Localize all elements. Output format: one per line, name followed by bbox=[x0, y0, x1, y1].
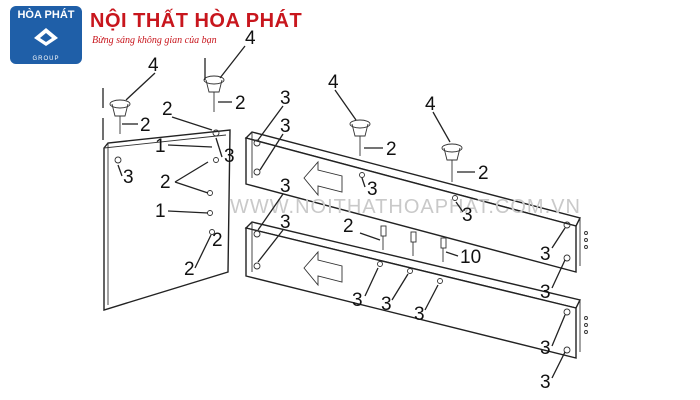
callout-label: 3 bbox=[280, 176, 291, 197]
logo-text: HÒA PHÁT bbox=[17, 9, 75, 21]
brand-slogan: Bừng sáng không gian của bạn bbox=[92, 35, 217, 46]
lower-rail-callouts: 3 3 2 10 3 3 3 3 3 3 bbox=[280, 176, 551, 393]
hoa-phat-logo: HÒA PHÁT GROUP bbox=[10, 6, 82, 64]
callout-label: 2 bbox=[235, 93, 246, 114]
callout-label: 2 bbox=[386, 139, 397, 160]
callout-label: 3 bbox=[367, 179, 378, 200]
watermark: WWW.NOITHATHOAPHAT.COM.VN bbox=[230, 196, 581, 218]
logo-emblem-icon bbox=[34, 28, 58, 46]
callout-label: 3 bbox=[280, 88, 291, 109]
brand-title: NỘI THẤT HÒA PHÁT bbox=[90, 10, 303, 32]
callout-label: 2 bbox=[478, 163, 489, 184]
callout-label: 3 bbox=[540, 282, 551, 303]
callout-label: 3 bbox=[540, 372, 551, 393]
upper-rail bbox=[244, 131, 588, 273]
leader-lines bbox=[117, 45, 566, 379]
callout-label: 3 bbox=[540, 244, 551, 265]
callout-label: 3 bbox=[123, 167, 134, 188]
callout-label: 2 bbox=[343, 216, 354, 237]
leveling-foot-right bbox=[203, 58, 225, 112]
callout-label: 4 bbox=[148, 55, 159, 76]
callout-label: 3 bbox=[352, 290, 363, 311]
callout-label: 3 bbox=[414, 304, 425, 325]
callout-label: 3 bbox=[280, 212, 291, 233]
side-panel bbox=[103, 129, 231, 311]
rail-foot-right bbox=[441, 143, 463, 182]
side-panel-callouts: 4 4 2 2 2 2 1 3 3 2 1 2 bbox=[123, 28, 256, 280]
callout-label: 4 bbox=[245, 28, 256, 49]
leveling-foot-left bbox=[102, 88, 131, 140]
upper-rail-callouts: 4 4 3 3 2 2 3 3 3 3 bbox=[280, 72, 551, 303]
logo-subtitle: GROUP bbox=[32, 56, 60, 62]
cam-bolts bbox=[380, 225, 447, 262]
rail-foot-left bbox=[349, 119, 371, 156]
callout-label: 3 bbox=[381, 294, 392, 315]
callout-label: 1 bbox=[155, 136, 166, 157]
callout-label: 2 bbox=[212, 230, 223, 251]
callout-label: 2 bbox=[184, 259, 195, 280]
callout-label: 2 bbox=[162, 99, 173, 120]
callout-label: 3 bbox=[540, 338, 551, 359]
lower-rail bbox=[244, 221, 588, 359]
callout-label: 2 bbox=[140, 115, 151, 136]
callout-label: 3 bbox=[280, 116, 291, 137]
callout-label: 2 bbox=[160, 172, 171, 193]
callout-label: 3 bbox=[224, 146, 235, 167]
callout-label: 3 bbox=[462, 205, 473, 226]
callout-label: 4 bbox=[328, 72, 339, 93]
callout-label: 10 bbox=[460, 247, 481, 268]
callout-label: 4 bbox=[425, 94, 436, 115]
callout-label: 1 bbox=[155, 201, 166, 222]
